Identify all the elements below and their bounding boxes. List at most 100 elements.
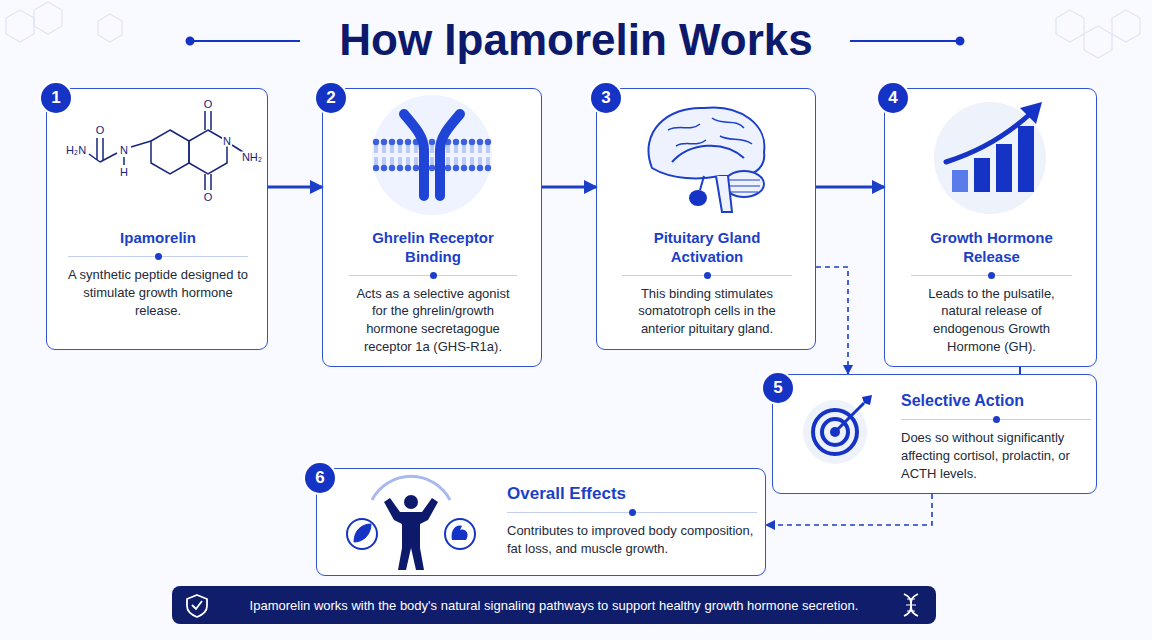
effects-icons-part (445, 519, 475, 549)
card-text: Ghrelin Receptor BindingActs as a select… (349, 229, 517, 356)
card-body: This binding stimulates somatotroph cell… (622, 285, 792, 339)
card-heading: Selective Action (901, 391, 1091, 411)
molecule-structure-part (89, 154, 100, 162)
atom-label: O (203, 99, 214, 110)
callout-number: 2 (316, 83, 346, 113)
title-rules-part (187, 38, 194, 45)
info-card: Overall EffectsContributes to improved b… (316, 468, 766, 576)
growth-chart-icon-part (946, 114, 1030, 162)
card-body: Leads to the pulsatile, natural release … (911, 285, 1072, 357)
molecule-structure-part (210, 111, 212, 130)
effects-icons (347, 476, 475, 570)
card-fill (322, 88, 542, 367)
corner-hexagons-part (6, 10, 34, 42)
growth-chart-icon-part (1018, 126, 1034, 192)
growth-chart-icon (934, 102, 1046, 214)
brain-icon-part (689, 190, 707, 206)
divider-dot (988, 272, 995, 279)
card-fill (596, 88, 816, 350)
brain-icon (648, 108, 764, 212)
info-card: Pituitary Gland ActivationThis binding s… (596, 88, 816, 350)
corner-hexagons-part (1056, 10, 1084, 42)
divider-line (507, 507, 757, 518)
receptor-icon-part (404, 114, 424, 196)
divider-line (911, 270, 1072, 281)
divider-dot (629, 509, 636, 516)
corner-hexagons-part (34, 2, 62, 34)
divider-dot (993, 416, 1000, 423)
target-icon-part (803, 400, 867, 464)
molecule-structure-part (123, 157, 125, 165)
footer-text: Ipamorelin works with the body's natural… (250, 598, 859, 613)
molecule-structure-part (96, 138, 98, 160)
card-heading: Ghrelin Receptor Binding (349, 229, 517, 267)
growth-chart-icon-part (1020, 102, 1042, 124)
receptor-icon-part (372, 95, 492, 215)
growth-chart-icon-part (974, 158, 990, 192)
molecule-structure-part (204, 111, 206, 130)
card-fill (46, 88, 268, 350)
card-fill (316, 468, 766, 576)
card-heading: Ipamorelin (68, 229, 248, 248)
flow-arrow (816, 186, 884, 189)
divider-dot (430, 272, 437, 279)
footer-icons-part (187, 595, 207, 617)
card-text: Growth Hormone ReleaseLeads to the pulsa… (911, 229, 1072, 356)
corner-hexagons-part (1112, 10, 1140, 42)
growth-chart-icon-part (996, 144, 1012, 192)
callout-number: 4 (878, 83, 908, 113)
target-icon-part (862, 395, 872, 405)
growth-chart-icon-part (934, 102, 1046, 214)
diagram-title: How Ipamorelin Works (0, 12, 1152, 68)
brain-icon-part (728, 180, 760, 192)
atom-label: H₂N (65, 145, 87, 156)
divider-line (622, 270, 792, 281)
receptor-icon (372, 95, 492, 215)
card-fill (772, 374, 1097, 494)
target-icon-part (837, 403, 864, 430)
molecule-structure-part (131, 141, 151, 147)
card-body: Does so without significantly affecting … (901, 429, 1091, 483)
molecule-structure-part (151, 130, 189, 174)
card-text: Pituitary Gland ActivationThis binding s… (622, 229, 792, 338)
molecule-structure-part (204, 174, 206, 190)
info-card: Growth Hormone ReleaseLeads to the pulsa… (884, 88, 1097, 367)
atom-label: N (119, 145, 129, 156)
callout-number: 3 (591, 83, 621, 113)
receptor-icon-part (372, 138, 492, 172)
atom-label: N (222, 136, 232, 147)
card-body: Contributes to improved body composition… (507, 522, 757, 558)
card-text: Overall EffectsContributes to improved b… (507, 483, 757, 558)
brain-icon-part (648, 108, 764, 179)
callout-number: 5 (763, 373, 793, 403)
atom-label: O (95, 125, 106, 136)
molecule-structure-part (100, 153, 117, 162)
flow-arrow (268, 186, 322, 189)
divider-dot (704, 272, 711, 279)
corner-hexagons-part (98, 14, 122, 42)
dashed-connector (766, 494, 932, 525)
title-rules-part (957, 38, 964, 45)
footer-icons-part (906, 599, 916, 611)
footer-icons-part (192, 601, 202, 609)
card-body: Acts as a selective agonist for the ghre… (349, 285, 517, 357)
brain-icon-part (700, 176, 704, 190)
effects-icons-part (452, 526, 468, 540)
footer-band: Ipamorelin works with the body's natural… (172, 586, 936, 624)
title-rules-part (192, 40, 300, 42)
effects-icons-part (384, 498, 438, 570)
brain-icon-part (668, 118, 752, 146)
card-text: Selective ActionDoes so without signific… (901, 391, 1091, 483)
card-text: IpamorelinA synthetic peptide designed t… (68, 229, 248, 320)
info-card: Ghrelin Receptor BindingActs as a select… (322, 88, 542, 367)
card-heading: Pituitary Gland Activation (622, 229, 792, 267)
footer-band-fill (172, 586, 936, 624)
card-heading: Growth Hormone Release (911, 229, 1072, 267)
footer-icons-part (904, 594, 918, 616)
dashed-connector (816, 267, 848, 374)
atom-label: O (203, 192, 214, 203)
effects-icons-part (354, 524, 371, 542)
growth-chart-icon-part (952, 170, 968, 192)
divider-line (901, 414, 1091, 425)
card-heading: Overall Effects (507, 483, 757, 504)
